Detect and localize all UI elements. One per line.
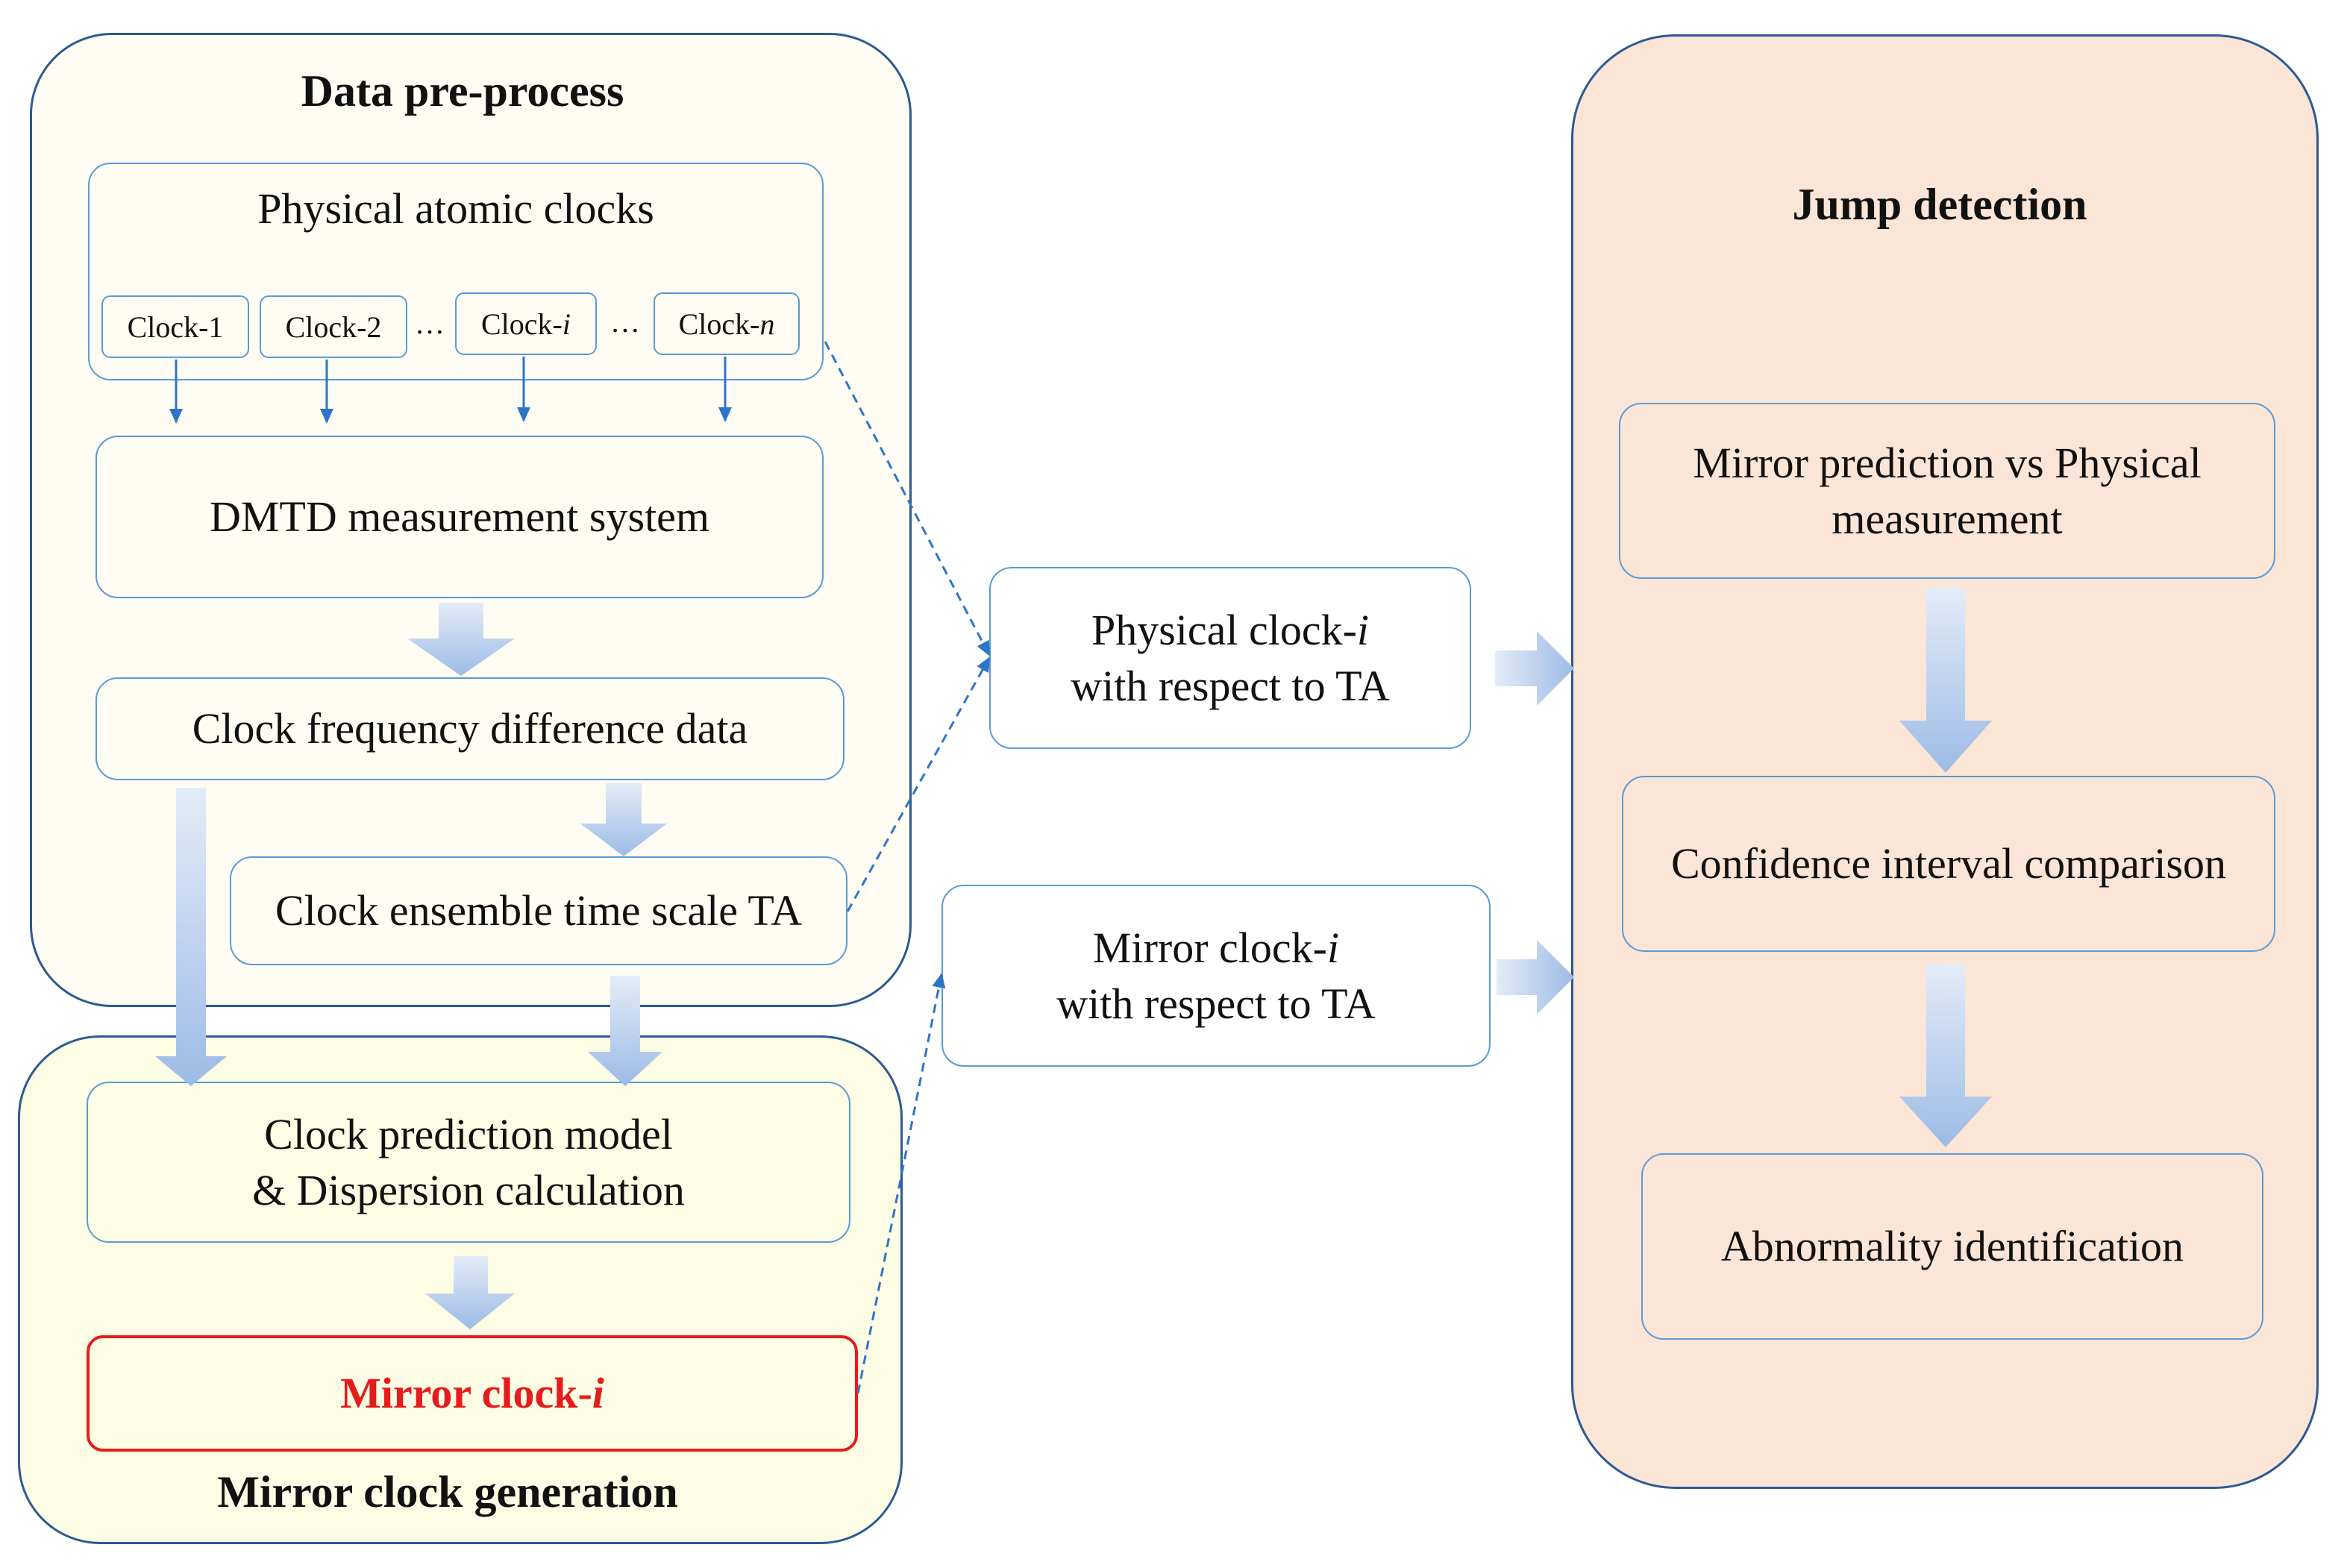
clock-n-box: Clock-n (654, 292, 800, 355)
mirror-clock-i-ta-box: Mirror clock-i with respect to TA (941, 885, 1491, 1067)
confidence-interval-box: Confidence interval comparison (1622, 776, 2275, 952)
prediction-to-mirror-arrow (425, 1256, 515, 1329)
freq-to-prediction-arrow (155, 788, 227, 1086)
ellipsis-1: … (415, 307, 445, 340)
clock-1-box: Clock-1 (101, 295, 249, 358)
physical-to-jump-arrow (1495, 631, 1574, 706)
ensemble-to-physical-dashed (846, 656, 991, 912)
mirror-to-mirror-ta-dashed (856, 973, 946, 1394)
physical-line-2: with respect to TA (1071, 662, 1390, 710)
prediction-line-1: Clock prediction model (264, 1109, 673, 1158)
abnormality-identification-box: Abnormality identification (1641, 1153, 2263, 1340)
mirror-ta-line-2: with respect to TA (1056, 979, 1376, 1028)
physical-atomic-clocks-title: Physical atomic clocks (257, 184, 654, 233)
freq-to-ensemble-arrow (580, 783, 667, 856)
mirror-ta-line-1: Mirror clock-i (1092, 923, 1340, 972)
ellipsis-2: … (610, 305, 640, 339)
compare-line-2: measurement (1831, 495, 2063, 543)
confidence-to-abnormality-arrow (1899, 964, 1992, 1147)
mirror-vs-physical-box: Mirror prediction vs Physical measuremen… (1619, 403, 2275, 579)
clocks-to-physical-dashed (824, 341, 991, 656)
clock-i-box: Clock-i (455, 292, 597, 355)
jump-detection-title: Jump detection (1792, 180, 2087, 229)
physical-line-1: Physical clock-i (1091, 605, 1370, 654)
data-preprocess-title: Data pre-process (301, 66, 624, 116)
dmtd-to-freq-arrow (407, 603, 515, 676)
mirror-ta-to-jump-arrow (1497, 940, 1574, 1015)
prediction-line-2: & Dispersion calculation (252, 1166, 685, 1214)
mirror-clock-generation-title: Mirror clock generation (217, 1467, 678, 1517)
dmtd-measurement-box: DMTD measurement system (95, 436, 824, 598)
ensemble-to-prediction-arrow (588, 976, 662, 1086)
clock-ensemble-time-scale-box: Clock ensemble time scale TA (230, 856, 847, 965)
clock-prediction-model-box: Clock prediction model & Dispersion calc… (87, 1082, 850, 1243)
clock-frequency-difference-box: Clock frequency difference data (95, 677, 845, 780)
physical-atomic-clocks-panel (88, 163, 824, 380)
compare-line-1: Mirror prediction vs Physical (1693, 438, 2202, 487)
compare-to-confidence-arrow (1899, 588, 1992, 773)
clock-2-box: Clock-2 (260, 295, 407, 358)
mirror-clock-i-box: Mirror clock-i (87, 1335, 858, 1452)
physical-clock-i-box: Physical clock-i with respect to TA (989, 567, 1471, 749)
